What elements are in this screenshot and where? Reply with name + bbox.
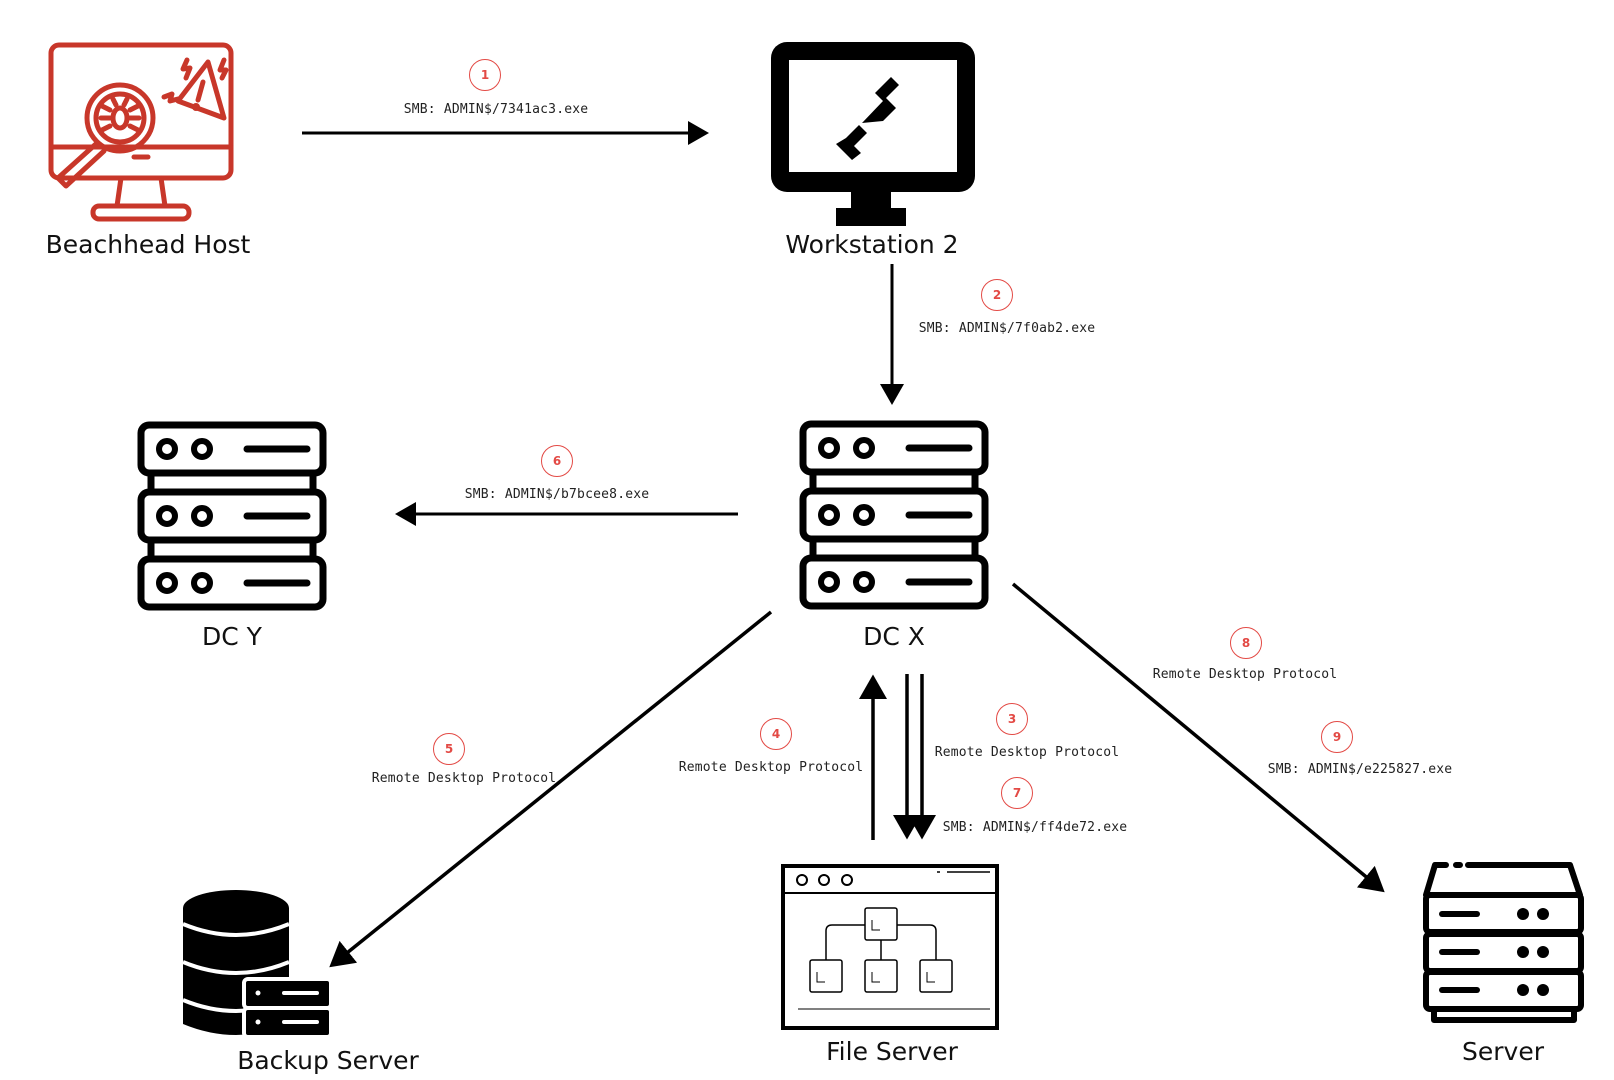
node-label-backup: Backup Server [237, 1046, 419, 1075]
edge-label-1: SMB: ADMIN$/7341ac3.exe [403, 102, 589, 117]
node-label-workstation2: Workstation 2 [785, 230, 959, 259]
step-badge-1: 1 [469, 59, 501, 91]
edge-label-7: SMB: ADMIN$/ff4de72.exe [942, 820, 1128, 835]
server-stack-icon [1423, 862, 1584, 1023]
edge-8-9-line [1011, 582, 1385, 893]
server-rack-icon-dcy [137, 421, 327, 611]
node-label-server: Server [1462, 1037, 1544, 1066]
step-badge-8: 8 [1230, 627, 1262, 659]
file-hierarchy-window-icon [781, 864, 999, 1030]
edge-5-line [329, 610, 773, 968]
edge-label-6: SMB: ADMIN$/b7bcee8.exe [464, 487, 650, 502]
step-badge-6: 6 [541, 445, 573, 477]
node-label-fileserver: File Server [826, 1037, 958, 1066]
node-label-beachhead: Beachhead Host [45, 230, 251, 259]
node-label-dcx: DC X [863, 622, 925, 651]
step-badge-9: 9 [1321, 721, 1353, 753]
edge-label-8: Remote Desktop Protocol [1152, 667, 1338, 682]
remote-desktop-monitor-icon [771, 42, 975, 226]
step-badge-7: 7 [1001, 777, 1033, 809]
database-server-icon [182, 890, 333, 1039]
edge-label-2: SMB: ADMIN$/7f0ab2.exe [918, 321, 1096, 336]
edge-label-9: SMB: ADMIN$/e225827.exe [1267, 762, 1453, 777]
edge-label-4: Remote Desktop Protocol [678, 760, 864, 775]
node-label-dcy: DC Y [202, 622, 262, 651]
server-rack-icon-dcx [799, 420, 989, 610]
step-badge-4: 4 [760, 718, 792, 750]
step-badge-2: 2 [981, 279, 1013, 311]
compromised-monitor-icon [48, 42, 234, 222]
step-badge-3: 3 [996, 703, 1028, 735]
step-badge-5: 5 [433, 733, 465, 765]
edge-label-5: Remote Desktop Protocol [371, 771, 557, 786]
edge-label-3: Remote Desktop Protocol [934, 745, 1120, 760]
